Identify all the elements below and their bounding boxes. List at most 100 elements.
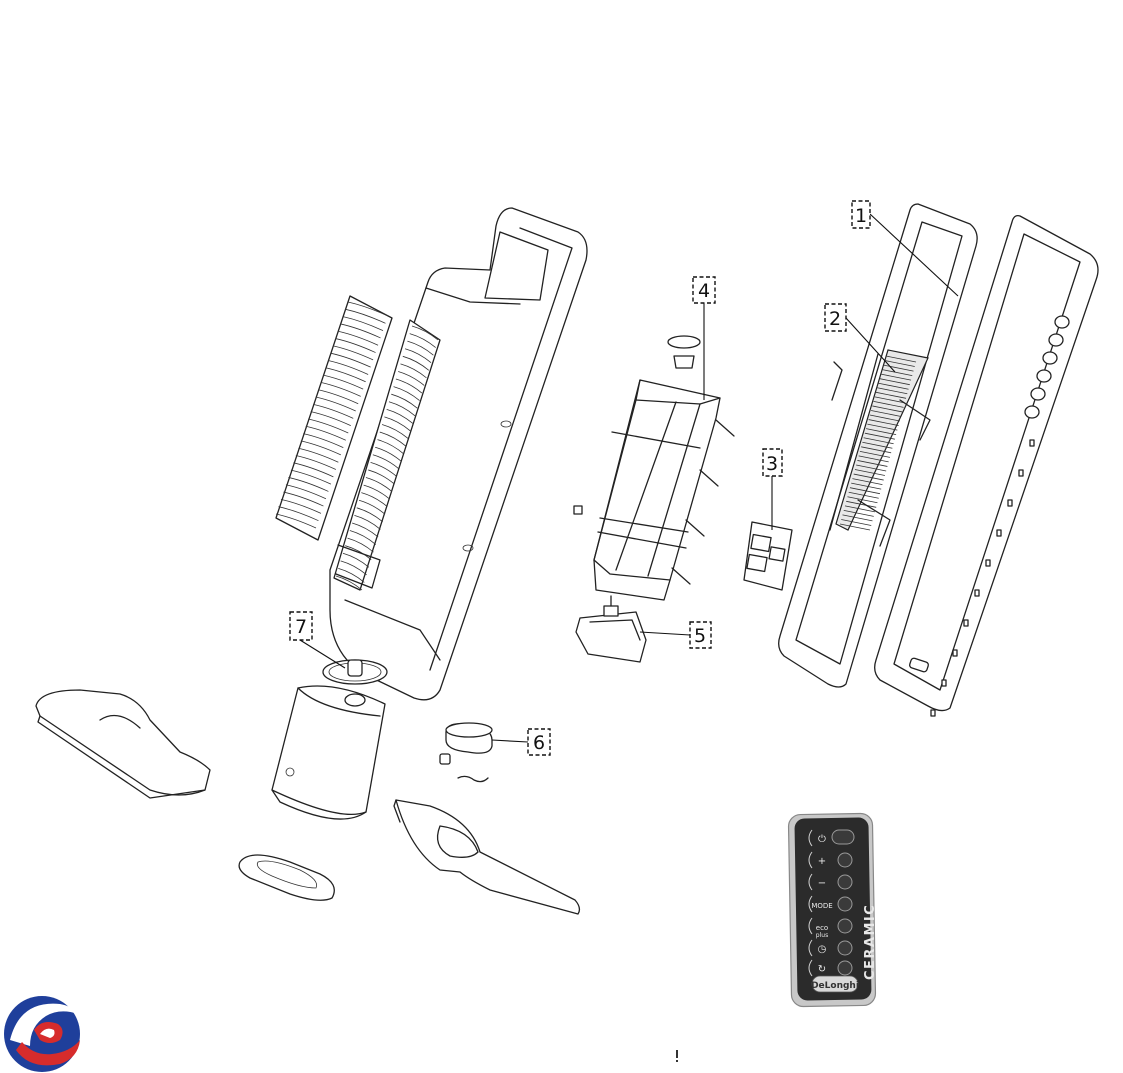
callout-1-label: 1 <box>855 205 867 227</box>
sensor-fin <box>873 401 904 408</box>
callout-6-label: 6 <box>533 732 545 754</box>
grille-slat <box>398 371 425 386</box>
sensor-fin <box>875 391 907 399</box>
grille-slat <box>333 345 374 361</box>
grille-slat <box>303 433 344 448</box>
sensor-fin <box>853 473 884 481</box>
panel-button <box>1024 405 1040 419</box>
callout-7-label: 7 <box>295 616 307 638</box>
brand-logo <box>4 996 80 1072</box>
sensor-fin <box>863 437 894 445</box>
remote-key <box>837 852 853 868</box>
grille-slat <box>320 382 361 397</box>
panel-clip <box>941 679 947 687</box>
remote-bracket <box>808 851 813 869</box>
sensor-fin <box>857 460 888 467</box>
grille-slat <box>347 537 374 553</box>
grille-slat <box>300 440 341 456</box>
part-4-ceramic-heating-element <box>573 335 735 601</box>
panel-button <box>1030 387 1046 401</box>
sensor-fin <box>846 500 877 508</box>
grille-slat <box>358 499 386 515</box>
sensor-fin <box>839 523 871 531</box>
grille-slat <box>275 513 317 529</box>
grille-slat <box>298 447 339 463</box>
grille-slat <box>347 301 389 317</box>
sensor-fin <box>856 464 887 472</box>
sensor-fin <box>869 414 900 422</box>
sensor-fin <box>880 373 912 381</box>
callout-5-label: 5 <box>694 625 706 647</box>
panel-clip <box>930 709 936 717</box>
sensor-fin <box>854 469 885 476</box>
part-6-control-knob <box>439 722 493 783</box>
grille-slat <box>393 386 420 401</box>
sensor-fin <box>877 387 908 395</box>
grille-slat <box>280 498 322 514</box>
callout-7: 7 <box>289 611 313 641</box>
grille-slat <box>354 515 381 530</box>
panel-clip <box>1018 469 1024 477</box>
remote-key-label: eco <box>816 924 828 932</box>
grille-slat <box>404 348 432 364</box>
grille-slat <box>342 316 384 331</box>
part-7-rotation-ring <box>322 659 388 685</box>
sensor-fin <box>843 509 874 517</box>
sensor-fin <box>852 478 883 485</box>
heater-terminal-pin <box>685 519 705 537</box>
grille-slat <box>349 530 377 545</box>
part-5-fan-motor <box>575 595 647 663</box>
panel-clip <box>974 589 980 597</box>
grille-slat <box>368 469 395 485</box>
grille-slat <box>340 560 367 576</box>
sensor-fin <box>861 446 892 454</box>
grille-slat <box>335 338 376 353</box>
panel-clip <box>963 619 969 627</box>
grille-slat <box>345 308 386 324</box>
grille-slat <box>400 363 427 379</box>
remote-key-label: − <box>818 878 826 889</box>
remote-bracket <box>808 917 813 935</box>
remote-key-label: plus <box>816 932 828 939</box>
callout-1: 1 <box>851 200 871 229</box>
panel-clip <box>1029 439 1035 447</box>
remote-bracket <box>808 829 813 847</box>
remote-key <box>837 940 853 956</box>
remote-key-label: MODE <box>811 902 832 910</box>
grille-slat <box>375 446 402 462</box>
grille-slat <box>313 403 354 419</box>
grille-slat <box>361 492 388 507</box>
sensor-fin <box>858 455 889 463</box>
remote-key <box>837 874 853 890</box>
grille-slat <box>305 425 346 441</box>
panel-clip <box>1007 499 1013 507</box>
panel-button <box>1048 333 1064 347</box>
callout-5: 5 <box>689 621 712 649</box>
grille-slat <box>342 552 370 568</box>
grille-slat <box>395 378 423 394</box>
callout-4-label: 4 <box>698 280 710 302</box>
base-foot-right <box>393 799 581 915</box>
grille-slat <box>370 461 397 477</box>
grille-slat <box>411 325 439 341</box>
grille-slat <box>318 389 359 405</box>
part-back-cover <box>874 214 1099 717</box>
remote-logo: DeLonghi <box>811 981 859 991</box>
front-grille-left <box>275 295 393 541</box>
grille-slat <box>323 374 364 390</box>
grille-slat <box>315 396 356 412</box>
grille-slat <box>379 431 407 447</box>
grille-slat <box>337 330 379 346</box>
remote-bracket <box>808 873 813 891</box>
small-mark <box>676 1050 678 1062</box>
grille-slat <box>372 454 400 470</box>
grille-slat <box>285 484 327 500</box>
front-housing <box>329 207 588 701</box>
sensor-fin <box>842 514 873 522</box>
sensor-fin <box>864 432 895 440</box>
part-3-control-board <box>743 521 793 591</box>
panel-clip <box>985 559 991 567</box>
grille-slat <box>407 340 434 356</box>
remote-key <box>837 918 853 934</box>
